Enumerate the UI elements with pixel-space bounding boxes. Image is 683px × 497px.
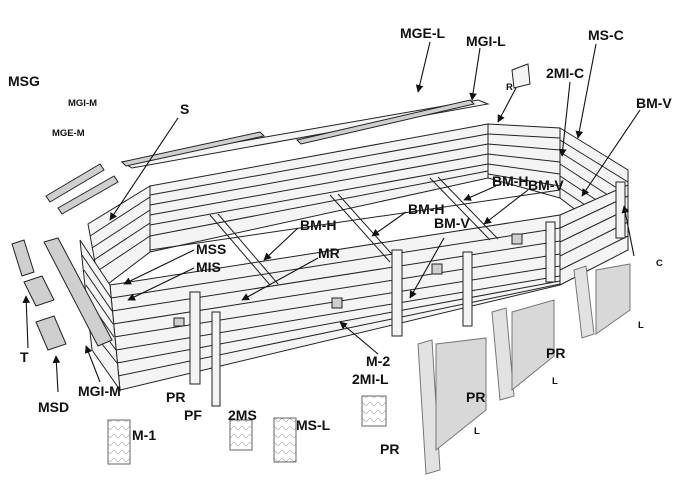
- label-pf: PF: [184, 407, 202, 423]
- label-msd: MSD: [38, 399, 69, 415]
- rim-piece-r: [511, 63, 531, 89]
- label-bm-v-low: BM-V: [434, 215, 470, 231]
- rim-piece-s: [120, 131, 266, 167]
- label-r: R: [506, 82, 513, 93]
- label-l-3: L: [638, 320, 644, 331]
- left-back-wall: [87, 185, 151, 291]
- label-m1: M-1: [132, 427, 156, 443]
- wood-samples: [107, 395, 387, 465]
- label-pr-1: PR: [166, 389, 185, 405]
- label-bm-v-mid: BM-V: [528, 177, 564, 193]
- label-mgi-m-top: MGI-M: [68, 98, 97, 109]
- label-2ms: 2MS: [228, 407, 257, 423]
- label-bm-h-right: BM-H: [492, 173, 529, 189]
- label-mgi-l: MGI-L: [466, 33, 506, 49]
- panel-groups: [417, 263, 631, 475]
- label-pr-4: PR: [546, 345, 565, 361]
- label-m2: M-2: [366, 353, 390, 369]
- label-c: C: [656, 258, 663, 269]
- label-ms-l: MS-L: [296, 417, 331, 433]
- label-bm-h-left: BM-H: [300, 217, 337, 233]
- label-s: S: [180, 101, 189, 117]
- label-mss: MSS: [196, 241, 226, 257]
- label-mgi-m-bottom: MGI-M: [78, 383, 121, 399]
- label-bm-v-top: BM-V: [636, 95, 672, 111]
- vertical-posts: [189, 181, 626, 407]
- label-mge-m: MGE-M: [52, 128, 85, 139]
- loose-parts-left: [11, 163, 119, 351]
- label-mis: MIS: [196, 259, 221, 275]
- right-back-wall: [487, 123, 561, 199]
- back-wall: [149, 123, 489, 253]
- label-l-1: L: [474, 426, 480, 437]
- label-msg: MSG: [8, 73, 40, 89]
- pool-structure: [79, 99, 629, 407]
- floor-beams: [149, 176, 561, 286]
- label-2mi-c: 2MI-C: [546, 65, 584, 81]
- label-ms-c: MS-C: [588, 27, 624, 43]
- label-mge-l: MGE-L: [400, 25, 446, 41]
- label-mr: MR: [318, 245, 340, 261]
- label-bm-h-mid: BM-H: [408, 201, 445, 217]
- label-2mi-l: 2MI-L: [352, 371, 389, 387]
- brackets: [173, 233, 523, 327]
- label-t: T: [20, 349, 29, 365]
- leader-lines: [22, 41, 641, 393]
- label-pr-2: PR: [380, 441, 399, 457]
- rim-piece-mge-l: [296, 99, 475, 145]
- label-pr-3: PR: [466, 389, 485, 405]
- callout-labels: MGE-L MGI-L MS-C 2MI-C BM-V R MSG MGI-M …: [8, 25, 672, 457]
- label-l-2: L: [552, 376, 558, 387]
